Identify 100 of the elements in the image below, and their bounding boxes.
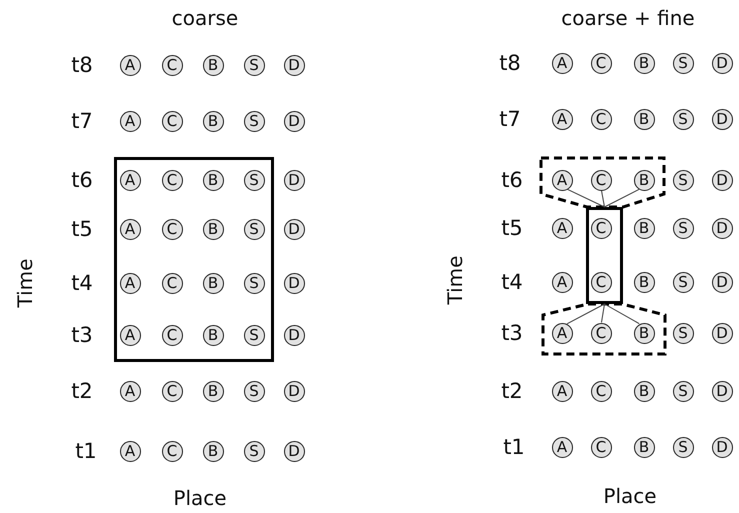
letter-circle: D xyxy=(284,440,304,462)
axis-title: Time xyxy=(443,256,467,304)
letter-circle: S xyxy=(672,170,694,190)
letter-circle: A xyxy=(120,54,140,76)
letter-circle: B xyxy=(202,324,224,346)
time-step-label: t7 xyxy=(71,109,93,133)
panel-title: coarse + fine xyxy=(561,6,695,30)
letter-circle: S xyxy=(244,324,264,346)
letter-circle: B xyxy=(634,322,654,344)
letter-circle: D xyxy=(284,272,304,294)
time-step-label: t8 xyxy=(499,51,521,75)
letter-circle: S xyxy=(244,218,264,240)
letter-circle: A xyxy=(552,108,572,130)
letter-circle: B xyxy=(202,272,224,294)
letter-circle: S xyxy=(244,170,264,190)
letter-circle: S xyxy=(244,110,264,132)
letter-circle: D xyxy=(712,170,732,190)
connector-line xyxy=(600,304,605,323)
letter-circle: D xyxy=(712,322,732,344)
letter-circle: A xyxy=(120,380,140,402)
letter-circle: S xyxy=(672,322,694,344)
letter-circle: D xyxy=(284,54,304,76)
outline-box xyxy=(586,207,623,304)
connector-line xyxy=(600,190,605,208)
time-step-label: t3 xyxy=(501,321,523,345)
dashed-outline xyxy=(539,156,666,210)
letter-circle: B xyxy=(634,218,654,238)
letter-circle: S xyxy=(672,380,694,402)
letter-circle: A xyxy=(552,436,572,458)
letter-circle: C xyxy=(590,272,612,292)
letter-circle: C xyxy=(590,170,612,190)
letter-circle: B xyxy=(202,218,224,240)
axis-title: Time xyxy=(13,258,37,308)
letter-circle: A xyxy=(120,440,140,462)
panel-title: coarse xyxy=(172,6,238,30)
letter-circle: C xyxy=(590,380,612,402)
letter-circle: A xyxy=(552,272,572,292)
letter-circle: C xyxy=(590,218,612,238)
time-step-label: t2 xyxy=(501,379,523,403)
time-step-label: t3 xyxy=(71,323,93,347)
letter-circle: S xyxy=(672,436,694,458)
letter-circle: C xyxy=(590,108,612,130)
outline-box xyxy=(114,157,274,362)
dashed-outline xyxy=(541,301,668,356)
letter-circle: D xyxy=(712,380,732,402)
letter-circle: D xyxy=(284,170,304,190)
letter-circle: B xyxy=(634,52,654,74)
letter-circle: A xyxy=(552,218,572,238)
letter-circle: C xyxy=(162,218,182,240)
letter-circle: A xyxy=(552,52,572,74)
letter-circle: B xyxy=(202,110,224,132)
letter-circle: B xyxy=(202,440,224,462)
letter-circle: C xyxy=(162,324,182,346)
letter-circle: C xyxy=(162,272,182,294)
time-step-label: t4 xyxy=(71,271,93,295)
letter-circle: B xyxy=(202,170,224,190)
letter-circle: A xyxy=(120,170,140,190)
time-step-label: t4 xyxy=(501,270,523,294)
time-step-label: t2 xyxy=(71,379,93,403)
letter-circle: D xyxy=(284,324,304,346)
letter-circle: C xyxy=(590,322,612,344)
letter-circle: S xyxy=(244,440,264,462)
connector-line xyxy=(604,188,640,208)
letter-circle: S xyxy=(244,272,264,294)
axis-title: Place xyxy=(603,484,657,508)
letter-circle: B xyxy=(202,380,224,402)
letter-circle: A xyxy=(120,272,140,294)
time-step-label: t6 xyxy=(71,168,93,192)
letter-circle: C xyxy=(590,52,612,74)
letter-circle: A xyxy=(552,380,572,402)
letter-circle: B xyxy=(202,54,224,76)
letter-circle: S xyxy=(244,380,264,402)
letter-circle: C xyxy=(162,54,182,76)
letter-circle: S xyxy=(672,218,694,238)
time-step-label: t7 xyxy=(499,107,521,131)
axis-title: Place xyxy=(173,486,227,510)
letter-circle: A xyxy=(120,218,140,240)
letter-circle: D xyxy=(712,108,732,130)
connector-line xyxy=(604,304,640,324)
connector-line xyxy=(566,188,605,208)
letter-circle: S xyxy=(672,108,694,130)
letter-circle: D xyxy=(284,380,304,402)
time-step-label: t6 xyxy=(501,168,523,192)
time-step-label: t5 xyxy=(501,216,523,240)
letter-circle: S xyxy=(672,272,694,292)
time-step-label: t8 xyxy=(71,53,93,77)
time-step-label: t1 xyxy=(75,439,97,463)
time-step-label: t1 xyxy=(503,435,525,459)
letter-circle: D xyxy=(284,218,304,240)
letter-circle: B xyxy=(634,272,654,292)
letter-circle: B xyxy=(634,108,654,130)
letter-circle: B xyxy=(634,380,654,402)
letter-circle: B xyxy=(634,436,654,458)
letter-circle: D xyxy=(712,218,732,238)
letter-circle: S xyxy=(672,52,694,74)
letter-circle: C xyxy=(590,436,612,458)
connector-line xyxy=(566,304,605,324)
letter-circle: C xyxy=(162,380,182,402)
letter-circle: B xyxy=(634,170,654,190)
letter-circle: C xyxy=(162,110,182,132)
